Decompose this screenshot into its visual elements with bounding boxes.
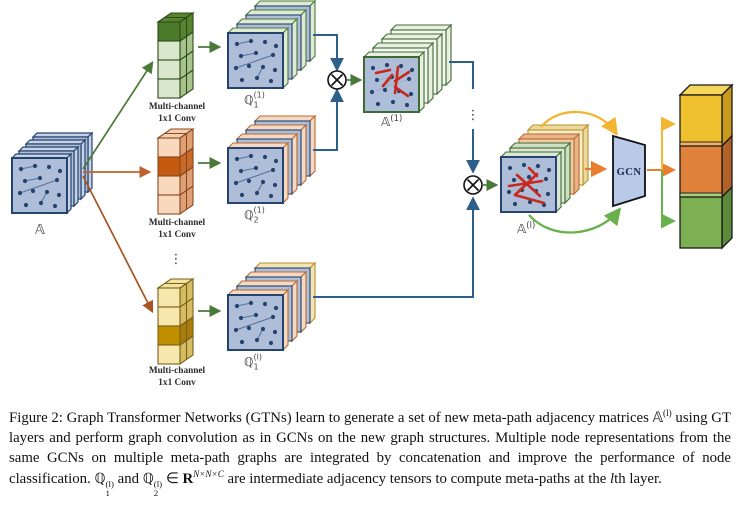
branch-arrows bbox=[82, 61, 154, 314]
figure-caption: Figure 2: Graph Transformer Networks (GT… bbox=[9, 407, 731, 497]
conv-block-orange bbox=[156, 127, 195, 216]
a1-label: 𝔸(1) bbox=[381, 114, 402, 129]
matmul-connectors-1 bbox=[313, 34, 344, 151]
caption-text: Figure 2: Graph Transformer Networks (GT… bbox=[9, 409, 653, 426]
math-R: R bbox=[182, 471, 194, 488]
q11-label: ℚ1(1) bbox=[244, 91, 265, 110]
math-al-sup: (l) bbox=[663, 408, 672, 418]
conv3-label-line2: 1x1 Conv bbox=[158, 378, 196, 388]
conv-block-green bbox=[156, 11, 195, 100]
arrow-yellow-out bbox=[661, 116, 676, 170]
otimes-2-icon bbox=[463, 175, 483, 195]
otimes-1-icon bbox=[327, 70, 347, 90]
block-orange-front bbox=[679, 145, 723, 198]
math-al: 𝔸 bbox=[652, 409, 664, 426]
block-yellow-front bbox=[679, 94, 723, 147]
caption-text: using GT layers and perform graph convol… bbox=[9, 409, 731, 488]
conv2-label-line1: Multi-channel bbox=[149, 218, 206, 228]
conv1-label-line2: 1x1 Conv bbox=[158, 114, 196, 124]
conv-output-arrows bbox=[198, 41, 222, 317]
caption-text: ∈ bbox=[162, 471, 183, 488]
caption-text: th layer. bbox=[614, 471, 662, 488]
matmul-connectors-2 bbox=[313, 61, 480, 298]
conv1-label-line1: Multi-channel bbox=[149, 102, 206, 112]
math-q1l: ℚ bbox=[94, 471, 106, 488]
q21-label: ℚ2(1) bbox=[244, 206, 265, 225]
conv2-label-line2: 1x1 Conv bbox=[158, 230, 196, 240]
layer-ellipsis: ⋮ bbox=[467, 108, 480, 123]
arrow-to-conv1 bbox=[82, 61, 154, 170]
math-q2l: ℚ bbox=[142, 471, 154, 488]
arrow-yellow-to-gcn bbox=[540, 110, 618, 136]
al-label: 𝔸(l) bbox=[517, 221, 535, 236]
gtn-figure-diagram: 𝔸 Multi-channel 1x1 Conv Multi-channel 1… bbox=[10, 0, 734, 388]
gcn-trapezoid: GCN bbox=[612, 134, 646, 208]
al-to-gcn-arrows bbox=[528, 110, 622, 234]
gcn-label: GCN bbox=[617, 167, 642, 178]
q1l-stack bbox=[226, 261, 317, 352]
a1-stack bbox=[362, 23, 453, 114]
caption-text: and bbox=[113, 471, 143, 488]
arrow-to-conv3 bbox=[82, 175, 154, 314]
gcn-output-arrows bbox=[647, 116, 676, 229]
al-stack bbox=[499, 123, 590, 214]
caption-text: are intermediate adjacency tensors to co… bbox=[223, 471, 611, 488]
input-matrix-label: 𝔸 bbox=[35, 222, 45, 238]
block-green-front bbox=[679, 196, 723, 249]
output-embedding-blocks bbox=[678, 83, 734, 250]
arrow-green-out bbox=[661, 170, 676, 229]
arrow-green-to-gcn bbox=[528, 207, 622, 234]
math-l-italic: l bbox=[610, 471, 615, 488]
math-q1l-scripts: (l)1 bbox=[105, 479, 114, 498]
conv3-label-line1: Multi-channel bbox=[149, 366, 206, 376]
input-adjacency-stack bbox=[10, 131, 94, 215]
q21-stack bbox=[226, 114, 317, 205]
q1l-label: ℚ1(l) bbox=[244, 353, 262, 372]
math-R-sup: N×N×C bbox=[193, 469, 224, 480]
block-green-side bbox=[721, 185, 733, 250]
math-q2l-scripts: (l)2 bbox=[153, 479, 163, 498]
conv-block-yellow bbox=[156, 277, 195, 366]
q11-stack bbox=[226, 0, 317, 90]
conv-ellipsis: ⋮ bbox=[170, 252, 183, 267]
